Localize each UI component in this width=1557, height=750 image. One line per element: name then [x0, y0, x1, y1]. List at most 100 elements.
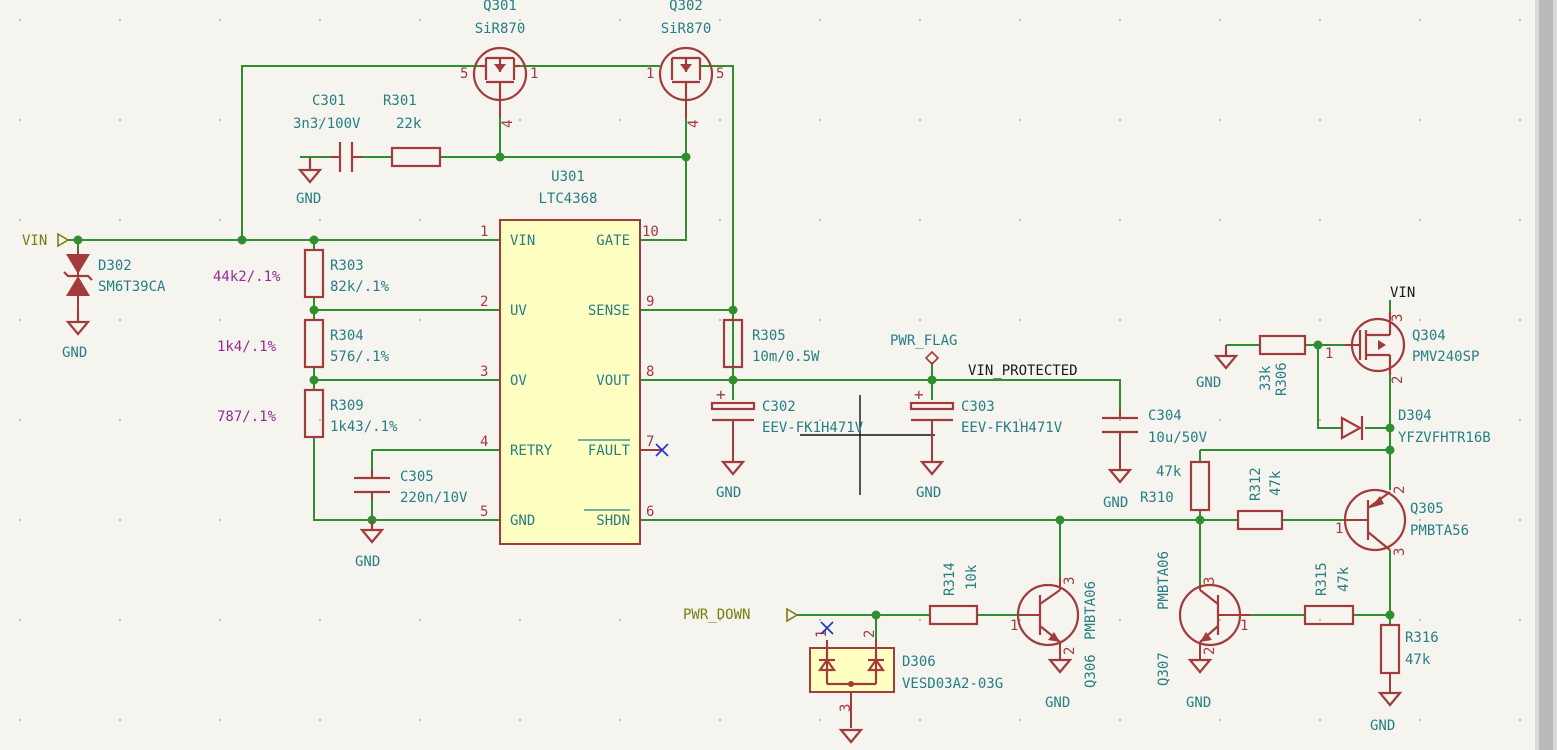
- vin-label: VIN: [22, 233, 47, 249]
- r306-resistor[interactable]: R306 33k: [1258, 334, 1307, 396]
- d302-tvs-diode[interactable]: D302 SM6T39CA: [63, 250, 166, 310]
- r303-ref: R303: [330, 258, 364, 274]
- q306-value: PMBTA06: [1083, 581, 1099, 640]
- svg-text:GND: GND: [1370, 718, 1395, 734]
- r316-resistor[interactable]: R316 47k: [1379, 623, 1439, 693]
- pin-num: 3: [1202, 577, 1218, 585]
- pin-name-uv: UV: [510, 303, 527, 319]
- c305-value: 220n/10V: [400, 490, 468, 506]
- q304-mosfet[interactable]: VIN 1 2 3 Q304 PMV240SP: [1325, 285, 1479, 384]
- vin-port[interactable]: VIN: [22, 232, 70, 249]
- d304-diode[interactable]: D304 YFZVFHTR16B: [1340, 408, 1491, 446]
- r303-resistor[interactable]: R303 82k/.1% 44k2/.1%: [213, 248, 390, 299]
- r301-resistor[interactable]: R301 22k: [383, 93, 442, 168]
- svg-text:GND: GND: [1186, 695, 1211, 711]
- pin-num: 3: [1390, 314, 1406, 322]
- net-label-vin-protected: VIN_PROTECTED: [968, 363, 1078, 379]
- graphic-lines: [800, 395, 935, 495]
- q301-mosfet[interactable]: Q301 SiR870 5 1 4: [460, 0, 538, 128]
- r315-resistor[interactable]: R315 47k: [1303, 562, 1355, 626]
- r315-value: 47k: [1336, 566, 1352, 592]
- r304-resistor[interactable]: R304 576/.1% 1k4/.1%: [217, 318, 390, 369]
- pin-num: 2: [1202, 647, 1218, 655]
- r312-ref: R312: [1248, 467, 1264, 501]
- pin-name-gate: GATE: [596, 233, 630, 249]
- svg-text:GND: GND: [355, 554, 380, 570]
- d306-ref: D306: [902, 654, 936, 670]
- wires: [68, 65, 1391, 640]
- svg-text:GND: GND: [1196, 375, 1221, 391]
- pin-num: 5: [480, 504, 488, 520]
- q307-ref: Q307: [1156, 652, 1172, 686]
- q304-value: PMV240SP: [1412, 349, 1479, 365]
- c302-value: EEV-FK1H471V: [762, 420, 864, 436]
- svg-text:GND: GND: [1045, 695, 1070, 711]
- r304-alt: 1k4/.1%: [217, 339, 277, 355]
- pin-name-gnd: GND: [510, 513, 535, 529]
- q301-ref: Q301: [483, 0, 517, 14]
- q302-ref: Q302: [669, 0, 703, 14]
- net-label-vin: VIN: [1390, 285, 1415, 301]
- pin-name-vin: VIN: [510, 233, 535, 249]
- r312-resistor[interactable]: R312 47k: [1236, 467, 1284, 531]
- r305-resistor[interactable]: R305 10m/0.5W: [722, 318, 820, 369]
- gnd-symbol-q306: GND: [1045, 658, 1073, 711]
- q306-npn-transistor[interactable]: 1 3 2 Q306 PMBTA06: [1010, 577, 1099, 688]
- pin-num: 7: [646, 434, 654, 450]
- pwr-down-port[interactable]: PWR_DOWN: [683, 607, 799, 623]
- q302-mosfet[interactable]: Q302 SiR870 1 5 4: [646, 0, 724, 128]
- gnd-symbol-q307: GND: [1186, 658, 1213, 711]
- pin-name-fault: FAULT: [588, 443, 631, 459]
- r304-value: 576/.1%: [330, 349, 390, 365]
- pwr-flag[interactable]: PWR_FLAG: [890, 333, 957, 366]
- u301-left-pins: VIN 1 UV 2 OV 3 RETRY 4 GND 5: [480, 224, 553, 529]
- q304-ref: Q304: [1412, 328, 1446, 344]
- scrollbar-thumb[interactable]: [1539, 0, 1553, 750]
- pin-num: 2: [862, 630, 878, 638]
- svg-text:GND: GND: [716, 485, 741, 501]
- q302-value: SiR870: [661, 21, 712, 37]
- r314-value: 10k: [964, 564, 980, 590]
- vertical-scrollbar[interactable]: [1535, 0, 1557, 750]
- svg-text:GND: GND: [62, 345, 87, 361]
- c302-capacitor[interactable]: + C302 EEV-FK1H471V: [710, 385, 864, 462]
- pin-num: 3: [1392, 548, 1408, 556]
- r314-resistor[interactable]: R314 10k: [928, 562, 980, 626]
- pin-num: 8: [646, 364, 654, 380]
- svg-text:+: +: [914, 385, 924, 404]
- r309-resistor[interactable]: R309 1k43/.1% 787/.1%: [217, 388, 398, 439]
- c305-capacitor[interactable]: C305 220n/10V: [354, 469, 468, 506]
- c304-capacitor[interactable]: C304 10u/50V: [1102, 408, 1208, 470]
- c304-value: 10u/50V: [1148, 430, 1208, 446]
- r303-alt: 44k2/.1%: [213, 269, 281, 285]
- pin-num: 6: [646, 504, 654, 520]
- pin-name-vout: VOUT: [596, 373, 630, 389]
- r310-resistor[interactable]: 47k R310: [1140, 460, 1211, 512]
- gnd-symbol-d306: [838, 728, 864, 744]
- d306-esd-diode[interactable]: 1 2 3 D306 VESD03A2-03G: [809, 621, 1003, 728]
- no-connect-icon: [820, 621, 834, 635]
- d302-ref: D302: [98, 258, 132, 274]
- pin-num: 9: [646, 294, 654, 310]
- r305-value: 10m/0.5W: [752, 349, 820, 365]
- gnd-symbol-c302: GND: [716, 460, 746, 501]
- pin-num: 2: [1390, 376, 1406, 384]
- r309-ref: R309: [330, 398, 364, 414]
- r310-value: 47k: [1156, 464, 1182, 480]
- pin-num: 3: [1062, 577, 1078, 585]
- gnd-symbol-c304: GND: [1103, 468, 1133, 511]
- r312-value: 47k: [1268, 470, 1284, 496]
- q305-pnp-transistor[interactable]: 1 2 3 Q305 PMBTA56: [1335, 486, 1469, 556]
- gnd-symbol-r306: GND: [1196, 345, 1239, 391]
- r309-alt: 787/.1%: [217, 409, 277, 425]
- junctions: [73, 152, 1395, 620]
- c301-capacitor[interactable]: C301 3n3/100V: [293, 93, 362, 172]
- c303-capacitor[interactable]: + C303 EEV-FK1H471V: [909, 385, 1063, 462]
- u301-ic[interactable]: U301 LTC4368 VIN 1 UV 2 OV 3 RETRY 4 GND…: [480, 169, 669, 545]
- pin-num: 1: [1240, 618, 1248, 634]
- pin-name-retry: RETRY: [510, 443, 553, 459]
- q307-npn-transistor[interactable]: 1 3 2 Q307 PMBTA06: [1156, 551, 1250, 686]
- d304-ref: D304: [1398, 408, 1432, 424]
